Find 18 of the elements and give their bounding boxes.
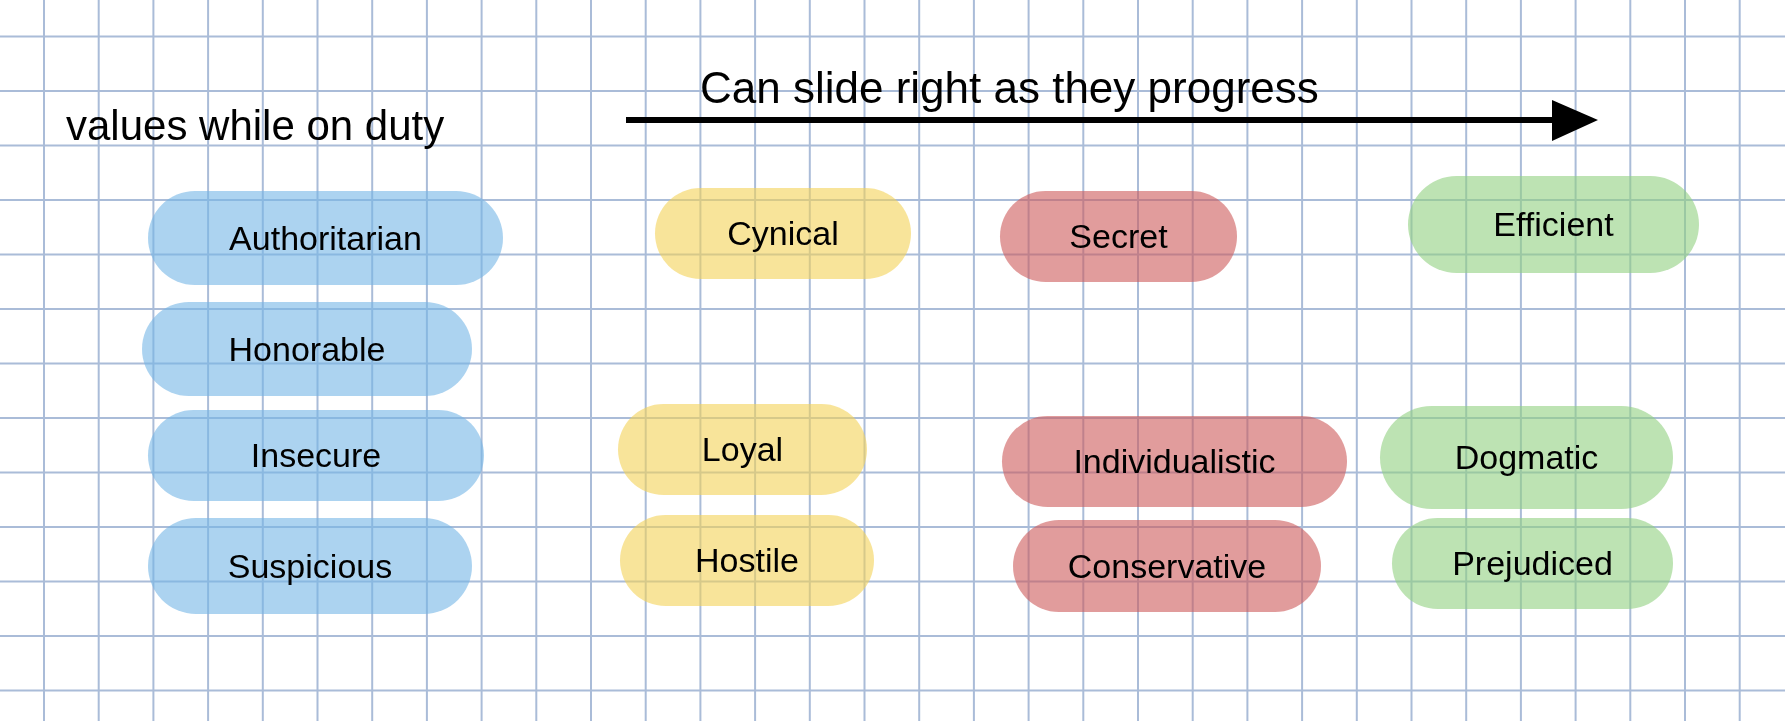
- pill-label: Honorable: [228, 328, 386, 370]
- value-pill: [1408, 176, 1699, 273]
- pill-label: Secret: [1069, 216, 1168, 258]
- pill-label: Efficient: [1493, 204, 1614, 246]
- pill-label: Hostile: [695, 540, 799, 582]
- pill-label: Conservative: [1067, 545, 1267, 587]
- pill-label: Prejudiced: [1452, 543, 1613, 585]
- pill-label: Suspicious: [227, 545, 393, 587]
- pill-label: Insecure: [250, 435, 382, 477]
- pill-label: Authoritarian: [229, 217, 422, 259]
- value-pill: [148, 410, 484, 501]
- heading-text: values while on duty: [66, 101, 445, 151]
- pill-label: Cynical: [727, 213, 839, 255]
- value-pill: [618, 404, 867, 495]
- pill-label: Individualistic: [1073, 441, 1276, 483]
- pill-label: Dogmatic: [1454, 437, 1599, 479]
- pill-label: Loyal: [701, 429, 784, 471]
- direction-label: Can slide right as they progress: [700, 62, 1319, 114]
